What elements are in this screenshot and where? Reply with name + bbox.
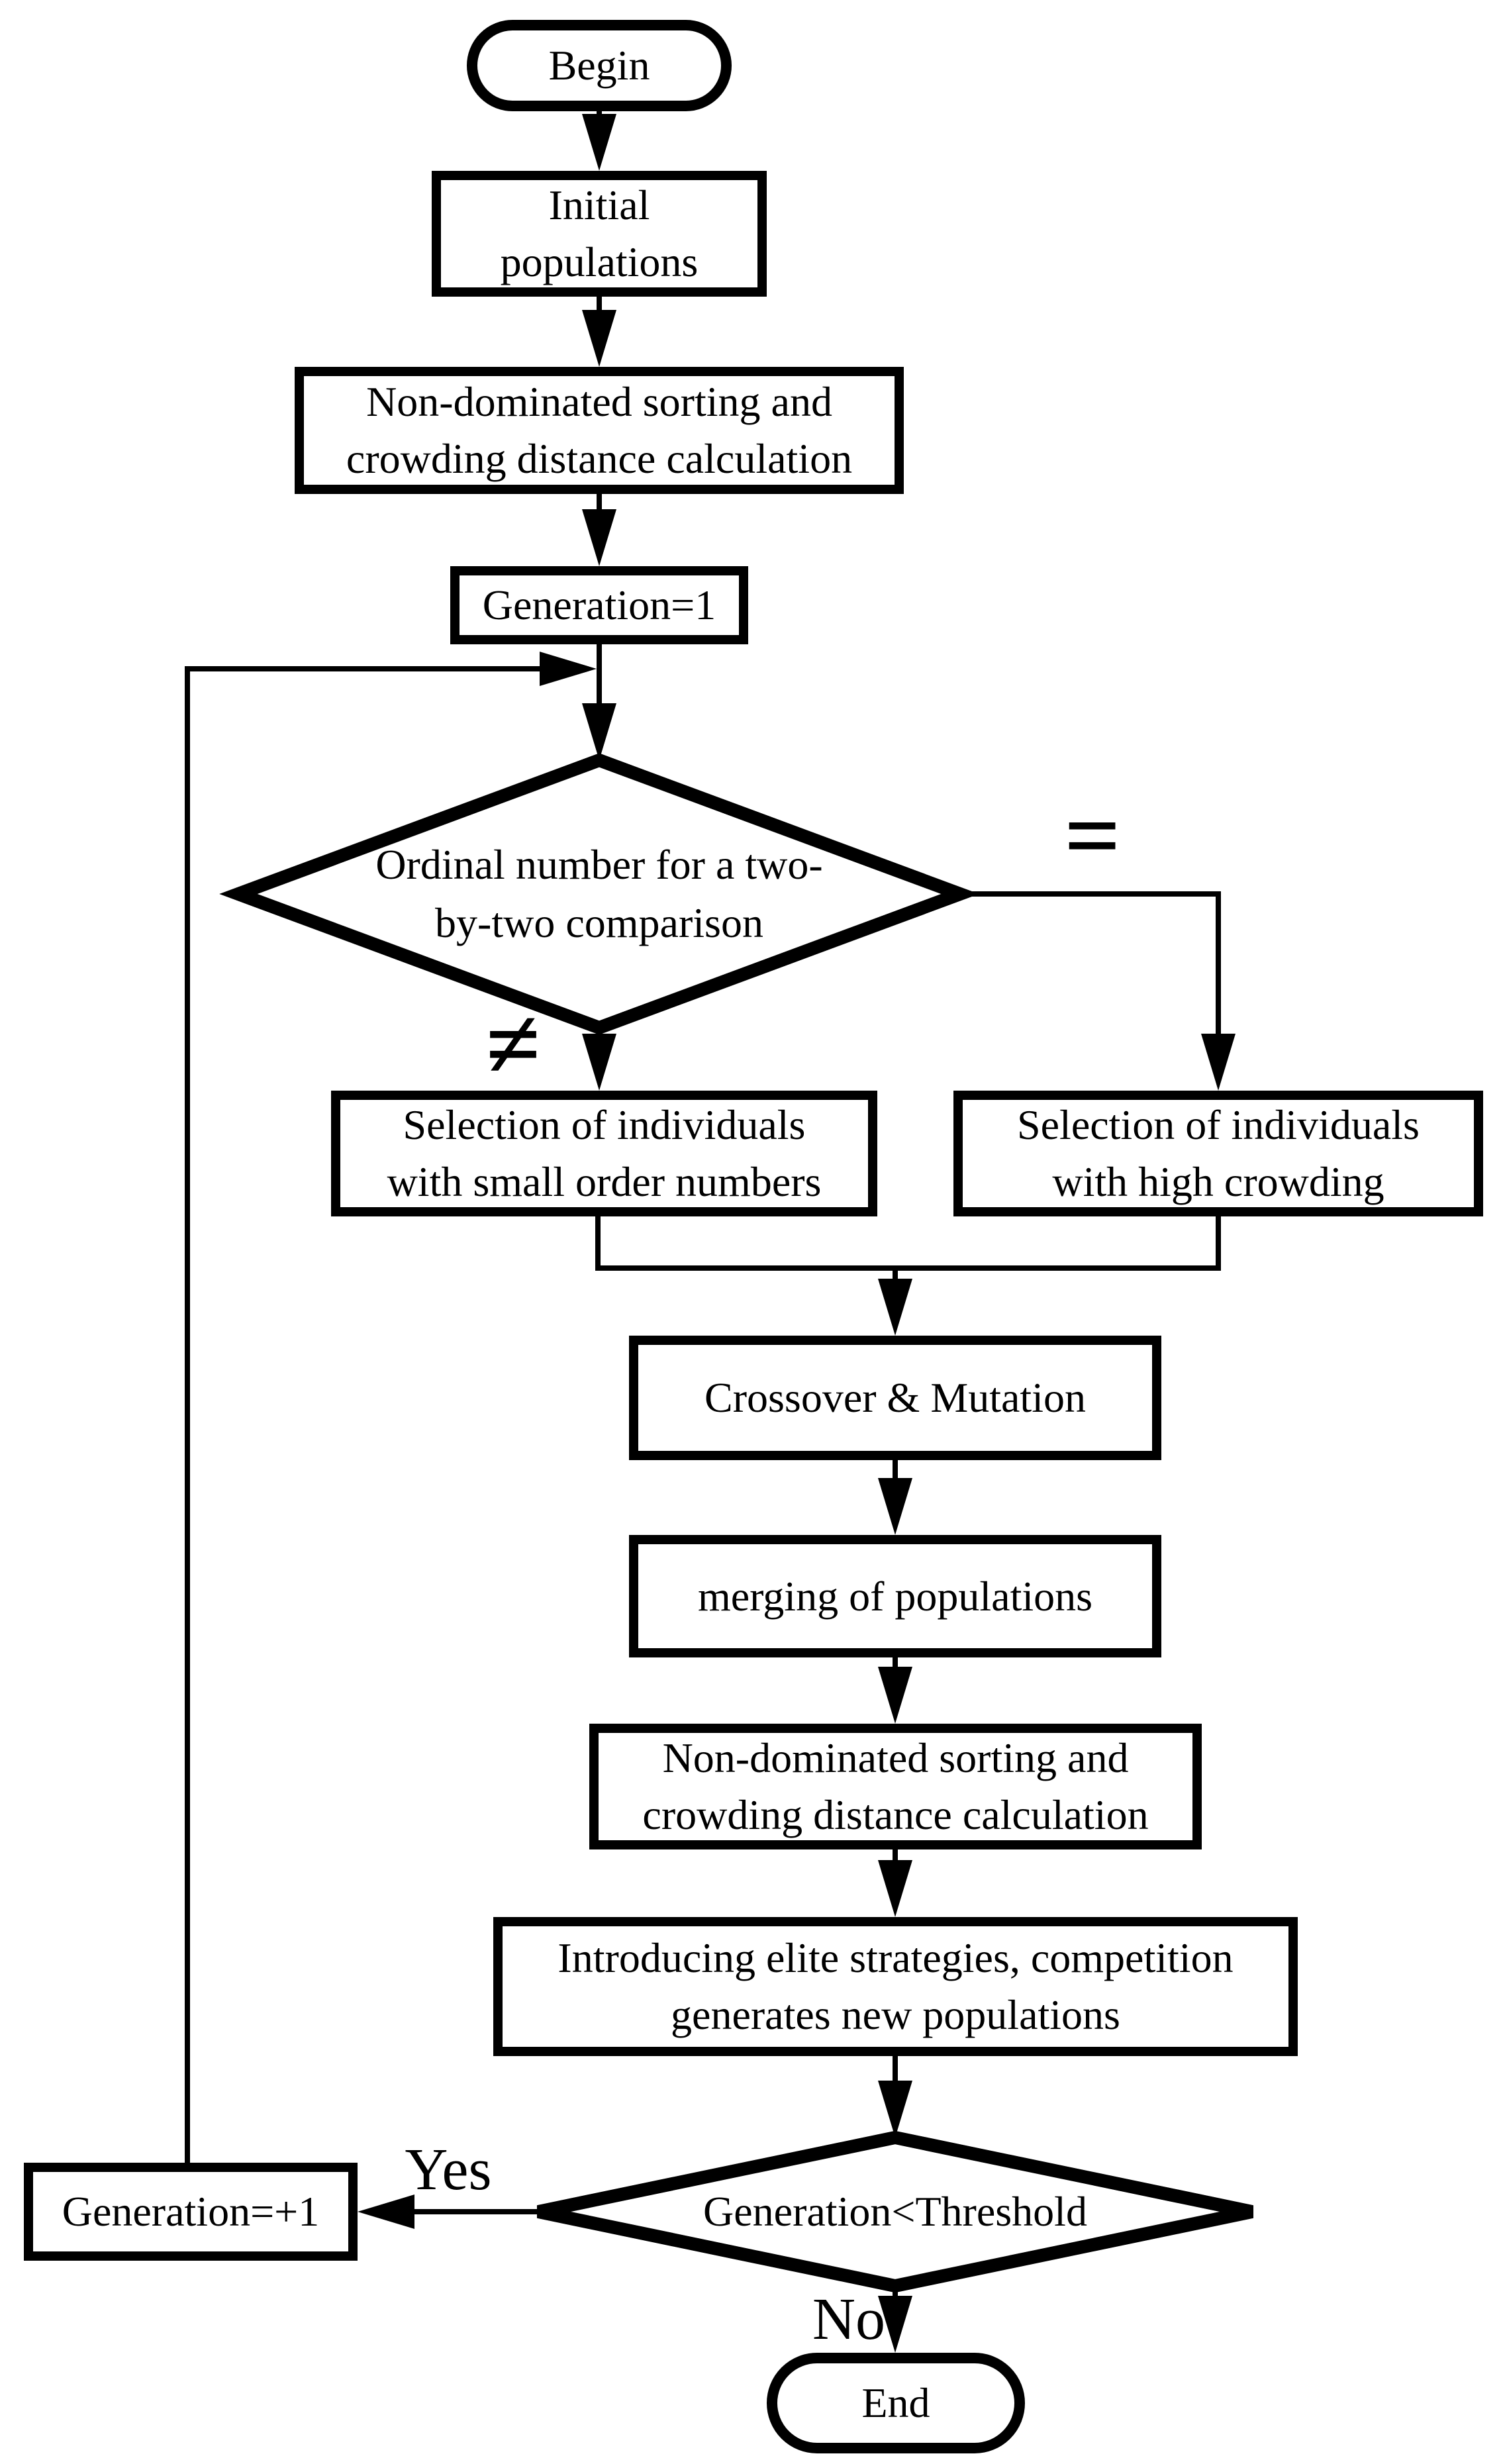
connector-diamond1-to-selection-right bbox=[960, 891, 1236, 1091]
node-end-label: End bbox=[861, 2379, 930, 2426]
node-sorting-1: Non-dominated sorting and crowding dista… bbox=[295, 367, 904, 494]
node-sorting-2-label: Non-dominated sorting and crowding dista… bbox=[642, 1734, 1149, 1838]
node-generation-increment-label: Generation=+1 bbox=[62, 2188, 320, 2235]
arrowhead-left-icon bbox=[358, 2194, 414, 2229]
diamond-generation-threshold-text: Generation<Threshold bbox=[703, 2188, 1087, 2235]
node-generation-1-label: Generation=1 bbox=[482, 581, 716, 628]
node-selection-high-crowding: Selection of individuals with high crowd… bbox=[953, 1091, 1483, 1216]
arrowhead-down-icon bbox=[582, 1034, 616, 1091]
diamond-ordinal-comparison-shape bbox=[219, 753, 979, 1035]
node-generation-1: Generation=1 bbox=[450, 566, 748, 644]
connector-loop-return bbox=[185, 652, 597, 2163]
arrowhead-down-icon bbox=[878, 1279, 912, 1336]
arrowhead-down-icon bbox=[878, 2081, 912, 2138]
arrowhead-down-icon bbox=[582, 509, 616, 566]
arrowhead-down-icon bbox=[582, 703, 616, 760]
node-merging-populations: merging of populations bbox=[629, 1535, 1161, 1657]
arrowhead-down-icon bbox=[878, 2296, 912, 2353]
label-yes: Yes bbox=[405, 2137, 492, 2202]
node-crossover-mutation: Crossover & Mutation bbox=[629, 1336, 1161, 1460]
label-no: No bbox=[812, 2287, 885, 2352]
arrowhead-down-icon bbox=[582, 114, 616, 171]
diamond-generation-threshold-shape bbox=[536, 2130, 1254, 2293]
connector-crossover-to-merging bbox=[878, 1460, 912, 1535]
connector-diamond2-to-increment bbox=[358, 2194, 538, 2229]
connector-sorting1-to-generation1 bbox=[582, 494, 616, 566]
connector-merging-to-sorting2 bbox=[878, 1657, 912, 1724]
node-merging-populations-label: merging of populations bbox=[697, 1572, 1093, 1620]
label-equal: = bbox=[1064, 781, 1121, 891]
arrowhead-down-icon bbox=[878, 1478, 912, 1535]
node-crossover-mutation-label: Crossover & Mutation bbox=[704, 1374, 1086, 1421]
node-generation-increment: Generation=+1 bbox=[24, 2163, 358, 2261]
label-not-equal: ≠ bbox=[485, 989, 541, 1099]
node-sorting-1-label: Non-dominated sorting and crowding dista… bbox=[346, 378, 853, 482]
node-selection-small-order-label: Selection of individuals with small orde… bbox=[387, 1101, 822, 1205]
connector-begin-to-initial bbox=[582, 111, 616, 171]
node-initial-populations: Initial populations bbox=[432, 171, 767, 297]
connector-initial-to-sorting1 bbox=[582, 297, 616, 367]
node-begin-label: Begin bbox=[548, 42, 650, 89]
arrowhead-down-icon bbox=[878, 1860, 912, 1917]
node-selection-small-order: Selection of individuals with small orde… bbox=[331, 1091, 877, 1216]
node-selection-high-crowding-label: Selection of individuals with high crowd… bbox=[1017, 1101, 1420, 1205]
node-elite-strategies: Introducing elite strategies, competitio… bbox=[493, 1917, 1298, 2056]
node-initial-populations-label: Initial populations bbox=[500, 181, 699, 285]
diamond-ordinal-comparison-text: Ordinal number for a two- by-two compari… bbox=[375, 841, 823, 946]
node-sorting-2: Non-dominated sorting and crowding dista… bbox=[589, 1724, 1202, 1849]
arrowhead-down-icon bbox=[878, 1667, 912, 1724]
node-elite-strategies-label: Introducing elite strategies, competitio… bbox=[558, 1934, 1234, 2038]
connector-sorting2-to-elite bbox=[878, 1849, 912, 1917]
connector-diamond1-to-selection-left bbox=[582, 1028, 616, 1091]
node-end: End bbox=[767, 2353, 1025, 2453]
connector-elite-to-diamond2 bbox=[878, 2056, 912, 2138]
arrowhead-down-icon bbox=[582, 310, 616, 367]
node-begin: Begin bbox=[467, 20, 732, 111]
connector-generation1-to-diamond1 bbox=[582, 644, 616, 760]
arrowhead-right-icon bbox=[540, 652, 597, 686]
arrowhead-down-icon bbox=[1201, 1034, 1236, 1091]
connector-selection-merge bbox=[595, 1216, 1221, 1336]
